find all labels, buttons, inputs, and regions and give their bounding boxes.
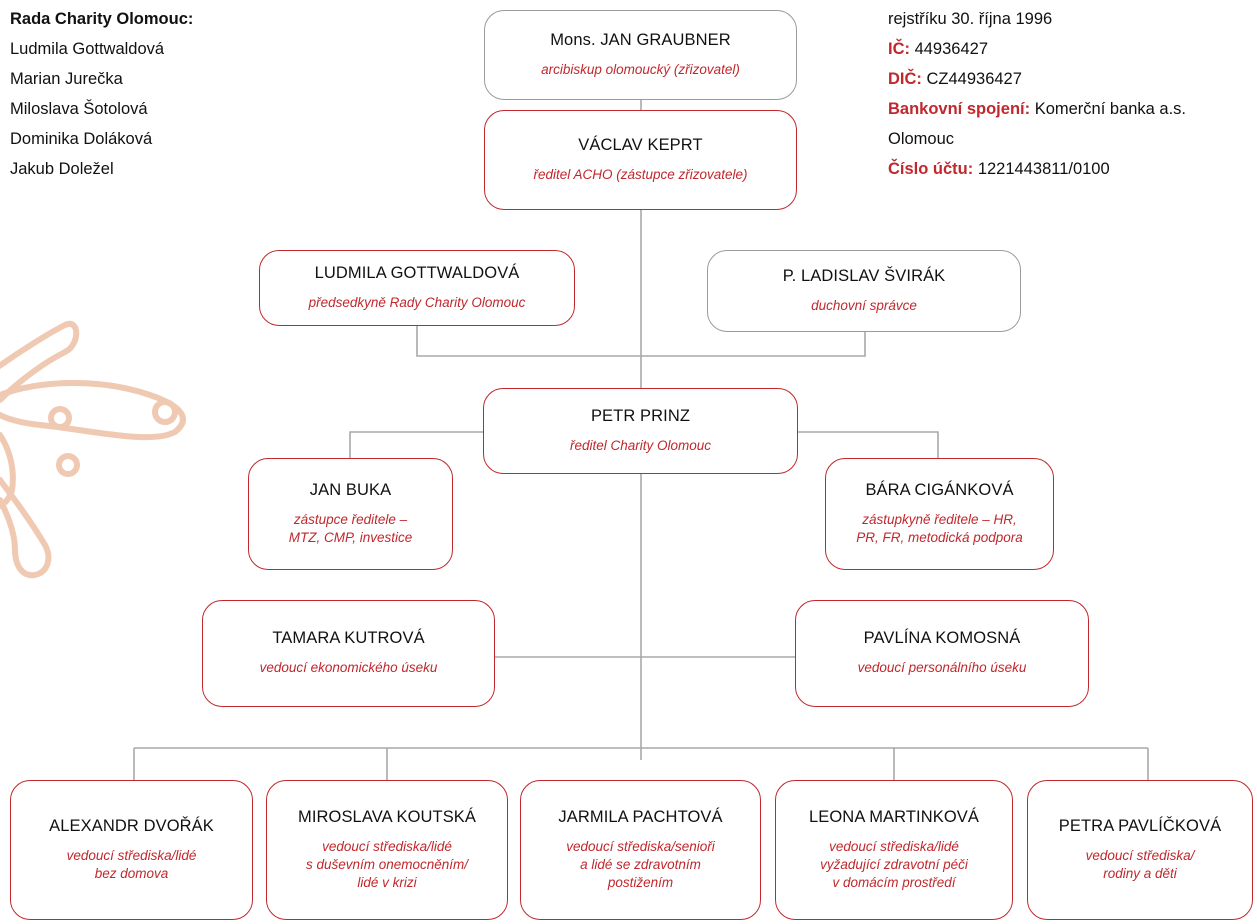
person-role: ředitel Charity Olomouc <box>569 437 712 453</box>
person-name: Mons. JAN GRAUBNER <box>550 30 731 49</box>
dic-value: CZ44936427 <box>921 70 1022 88</box>
person-role: vedoucí ekonomického úseku <box>259 660 438 676</box>
account-row: Číslo účtu: 1221443811/0100 <box>888 154 1186 184</box>
flower-decoration-icon <box>0 320 186 579</box>
board-member: Jakub Doležel <box>10 160 114 178</box>
org-box-graubner: Mons. JAN GRAUBNER arcibiskup olomoucký … <box>484 10 797 100</box>
org-box-svirak: P. LADISLAV ŠVIRÁK duchovní správce <box>707 250 1021 332</box>
person-name: PETR PRINZ <box>590 406 691 425</box>
org-box-koutska: MIROSLAVA KOUTSKÁ vedoucí střediska/lidé… <box>266 780 508 920</box>
board-members-list: Rada Charity Olomouc: Ludmila Gottwaldov… <box>10 4 193 184</box>
board-heading: Rada Charity Olomouc: <box>10 10 194 28</box>
person-name: JAN BUKA <box>309 480 392 499</box>
org-box-martinkova: LEONA MARTINKOVÁ vedoucí střediska/lidé … <box>775 780 1013 920</box>
org-box-komosna: PAVLÍNA KOMOSNÁ vedoucí personálního úse… <box>795 600 1089 707</box>
person-name: MIROSLAVA KOUTSKÁ <box>297 807 477 826</box>
person-name: LEONA MARTINKOVÁ <box>808 807 979 826</box>
person-name: LUDMILA GOTTWALDOVÁ <box>314 263 520 282</box>
person-role: vedoucí střediska/ rodiny a děti <box>1085 847 1195 881</box>
board-member: Dominika Doláková <box>10 130 153 148</box>
org-box-dvorak: ALEXANDR DVOŘÁK vedoucí střediska/lidé b… <box>10 780 253 920</box>
bank-row: Bankovní spojení: Komerční banka a.s. <box>888 94 1186 124</box>
bank-city: Olomouc <box>888 130 955 148</box>
person-name: TAMARA KUTROVÁ <box>272 629 425 648</box>
org-box-gottwaldova: LUDMILA GOTTWALDOVÁ předsedkyně Rady Cha… <box>259 250 575 326</box>
org-box-cigankova: BÁRA CIGÁNKOVÁ zástupkyně ředitele – HR,… <box>825 458 1054 570</box>
org-box-kutrova: TAMARA KUTROVÁ vedoucí ekonomického úsek… <box>202 600 495 707</box>
org-connectors <box>133 100 1149 780</box>
person-role: vedoucí střediska/senioři a lidé se zdra… <box>566 838 715 890</box>
person-name: VÁCLAV KEPRT <box>578 135 703 154</box>
org-box-pavlickova: PETRA PAVLÍČKOVÁ vedoucí střediska/ rodi… <box>1027 780 1253 920</box>
board-member: Marian Jurečka <box>10 70 123 88</box>
person-role: předsedkyně Rady Charity Olomouc <box>308 294 526 310</box>
person-name: PAVLÍNA KOMOSNÁ <box>863 629 1021 648</box>
person-role: vedoucí personálního úseku <box>857 660 1027 676</box>
registry-line: rejstříku 30. října 1996 <box>888 10 1053 28</box>
person-name: PETRA PAVLÍČKOVÁ <box>1058 816 1222 835</box>
ic-label: IČ: <box>888 40 910 58</box>
person-role: vedoucí střediska/lidé bez domova <box>66 847 197 881</box>
account-label: Číslo účtu: <box>888 160 974 178</box>
ic-value: 44936427 <box>910 40 988 58</box>
ic-row: IČ: 44936427 <box>888 34 1186 64</box>
board-member: Miloslava Šotolová <box>10 100 148 118</box>
bank-label: Bankovní spojení: <box>888 100 1031 118</box>
person-role: zástupkyně ředitele – HR, PR, FR, metodi… <box>856 511 1023 545</box>
board-member: Ludmila Gottwaldová <box>10 40 165 58</box>
person-role: ředitel ACHO (zástupce zřizovatele) <box>533 166 748 182</box>
person-role: duchovní správce <box>811 297 917 313</box>
org-box-pachtova: JARMILA PACHTOVÁ vedoucí střediska/senio… <box>520 780 761 920</box>
person-name: BÁRA CIGÁNKOVÁ <box>865 480 1014 499</box>
account-value: 1221443811/0100 <box>973 160 1110 178</box>
person-name: P. LADISLAV ŠVIRÁK <box>782 266 946 285</box>
org-box-keprt: VÁCLAV KEPRT ředitel ACHO (zástupce zřiz… <box>484 110 797 210</box>
person-role: vedoucí střediska/lidé s duševním onemoc… <box>305 838 469 890</box>
org-box-buka: JAN BUKA zástupce ředitele – MTZ, CMP, i… <box>248 458 453 570</box>
organization-info: rejstříku 30. října 1996 IČ: 44936427 DI… <box>888 4 1186 184</box>
person-role: zástupce ředitele – MTZ, CMP, investice <box>288 511 413 545</box>
person-role: vedoucí střediska/lidé vyžadující zdravo… <box>820 838 968 890</box>
person-name: ALEXANDR DVOŘÁK <box>49 816 214 835</box>
dic-row: DIČ: CZ44936427 <box>888 64 1186 94</box>
person-name: JARMILA PACHTOVÁ <box>558 807 723 826</box>
bank-value: Komerční banka a.s. <box>1030 100 1187 118</box>
org-box-prinz: PETR PRINZ ředitel Charity Olomouc <box>483 388 798 474</box>
person-role: arcibiskup olomoucký (zřizovatel) <box>541 61 740 77</box>
dic-label: DIČ: <box>888 70 922 88</box>
